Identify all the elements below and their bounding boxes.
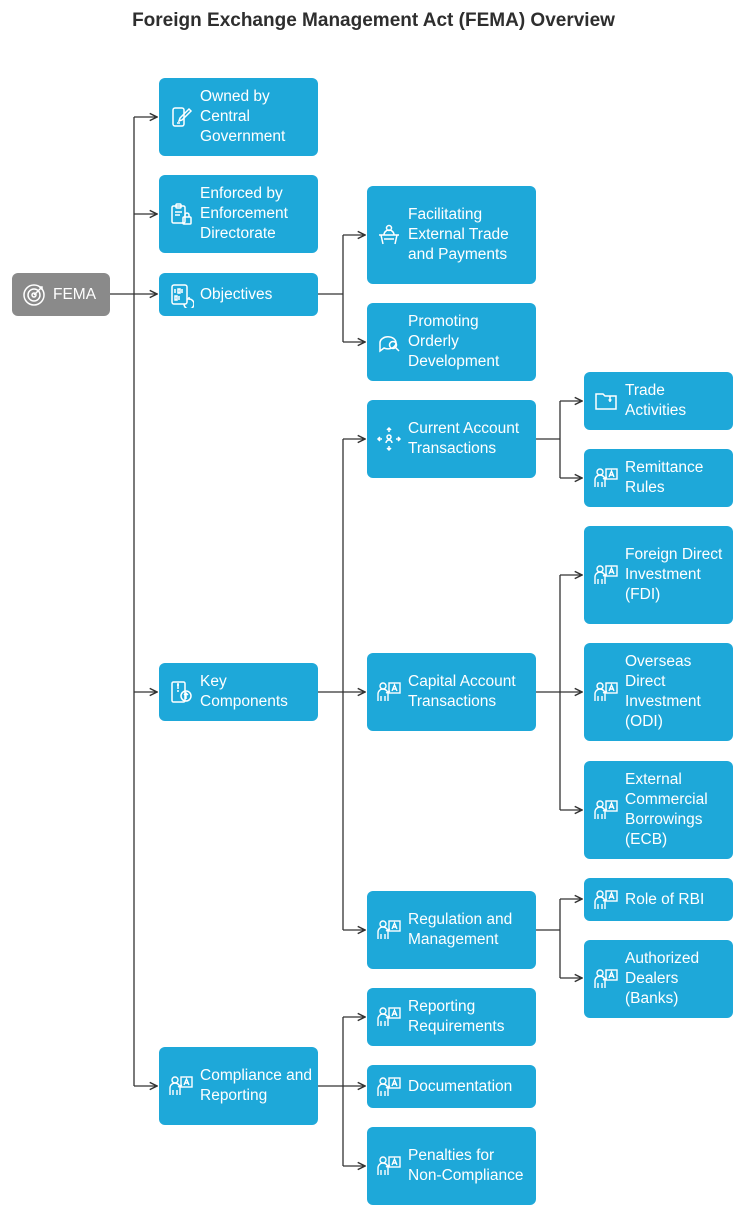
node-trade-activities[interactable]: Trade Activities — [584, 372, 733, 430]
node-label: Role of RBI — [625, 890, 705, 908]
node-enforced-by-enforcement-directorate[interactable]: Enforced by Enforcement Directorate — [159, 175, 318, 253]
node-external-commercial-borrowings[interactable]: External Commercial Borrowings (ECB) — [584, 761, 733, 859]
presenter-icon — [592, 678, 620, 706]
node-capital-account-transactions[interactable]: Capital Account Transactions — [367, 653, 536, 731]
presenter-icon — [375, 1152, 403, 1180]
zipper-upload-icon — [167, 678, 195, 706]
target-icon — [20, 281, 48, 309]
node-authorized-dealers[interactable]: Authorized Dealers (Banks) — [584, 940, 733, 1018]
node-label: FEMA — [53, 285, 97, 303]
node-key-components[interactable]: Key Components — [159, 663, 318, 721]
node-label: Authorized Dealers (Banks) — [625, 950, 700, 1007]
node-label: External Commercial Borrowings (ECB) — [625, 771, 708, 848]
node-label: Current Account Transactions — [408, 420, 520, 457]
node-label: Documentation — [408, 1077, 513, 1095]
node-fema[interactable]: FEMA — [12, 273, 110, 316]
folder-icon — [592, 387, 620, 415]
move-person-icon — [375, 425, 403, 453]
desk-icon — [375, 221, 403, 249]
node-role-of-rbi[interactable]: Role of RBI — [584, 878, 733, 921]
node-label: Reporting Requirements — [408, 998, 505, 1035]
presenter-icon — [167, 1072, 195, 1100]
page-title: Foreign Exchange Management Act (FEMA) O… — [132, 10, 615, 31]
node-label: Penalties for Non-Compliance — [408, 1147, 524, 1184]
node-penalties-for-non-compliance[interactable]: Penalties for Non-Compliance — [367, 1127, 536, 1205]
node-label: Compliance and Reporting — [200, 1067, 313, 1104]
node-label: Remittance Rules — [625, 459, 704, 496]
presenter-icon — [592, 464, 620, 492]
node-documentation[interactable]: Documentation — [367, 1065, 536, 1108]
node-label: Facilitating External Trade and Payments — [408, 206, 509, 263]
node-label: Key Components — [200, 673, 288, 710]
node-label: Enforced by Enforcement Directorate — [200, 185, 288, 242]
node-promoting-orderly-development[interactable]: Promoting Orderly Development — [367, 303, 536, 381]
presenter-icon — [375, 916, 403, 944]
presenter-icon — [375, 1003, 403, 1031]
node-label: Owned by Central Government — [200, 88, 286, 145]
node-regulation-and-management[interactable]: Regulation and Management — [367, 891, 536, 969]
presenter-icon — [592, 796, 620, 824]
presenter-icon — [592, 561, 620, 589]
presenter-icon — [375, 1073, 403, 1101]
node-label: Overseas Direct Investment (ODI) — [625, 653, 701, 730]
node-compliance-and-reporting[interactable]: Compliance and Reporting — [159, 1047, 318, 1125]
node-facilitating-external-trade[interactable]: Facilitating External Trade and Payments — [367, 186, 536, 284]
node-current-account-transactions[interactable]: Current Account Transactions — [367, 400, 536, 478]
node-label: Trade Activities — [625, 382, 687, 419]
presenter-icon — [592, 886, 620, 914]
node-foreign-direct-investment[interactable]: Foreign Direct Investment (FDI) — [584, 526, 733, 624]
phone-pen-icon — [167, 103, 195, 131]
binary-refresh-icon — [167, 281, 195, 309]
node-reporting-requirements[interactable]: Reporting Requirements — [367, 988, 536, 1046]
node-label: Regulation and Management — [408, 911, 513, 948]
node-label: Objectives — [200, 285, 273, 303]
presenter-icon — [375, 678, 403, 706]
node-remittance-rules[interactable]: Remittance Rules — [584, 449, 733, 507]
node-overseas-direct-investment[interactable]: Overseas Direct Investment (ODI) — [584, 643, 733, 741]
node-objectives[interactable]: Objectives — [159, 273, 318, 316]
node-owned-by-central-government[interactable]: Owned by Central Government — [159, 78, 318, 156]
node-label: Foreign Direct Investment (FDI) — [625, 546, 723, 603]
presenter-icon — [592, 965, 620, 993]
node-label: Promoting Orderly Development — [408, 313, 500, 370]
node-label: Capital Account Transactions — [408, 673, 516, 710]
chat-search-icon — [375, 328, 403, 356]
clipboard-lock-icon — [167, 200, 195, 228]
